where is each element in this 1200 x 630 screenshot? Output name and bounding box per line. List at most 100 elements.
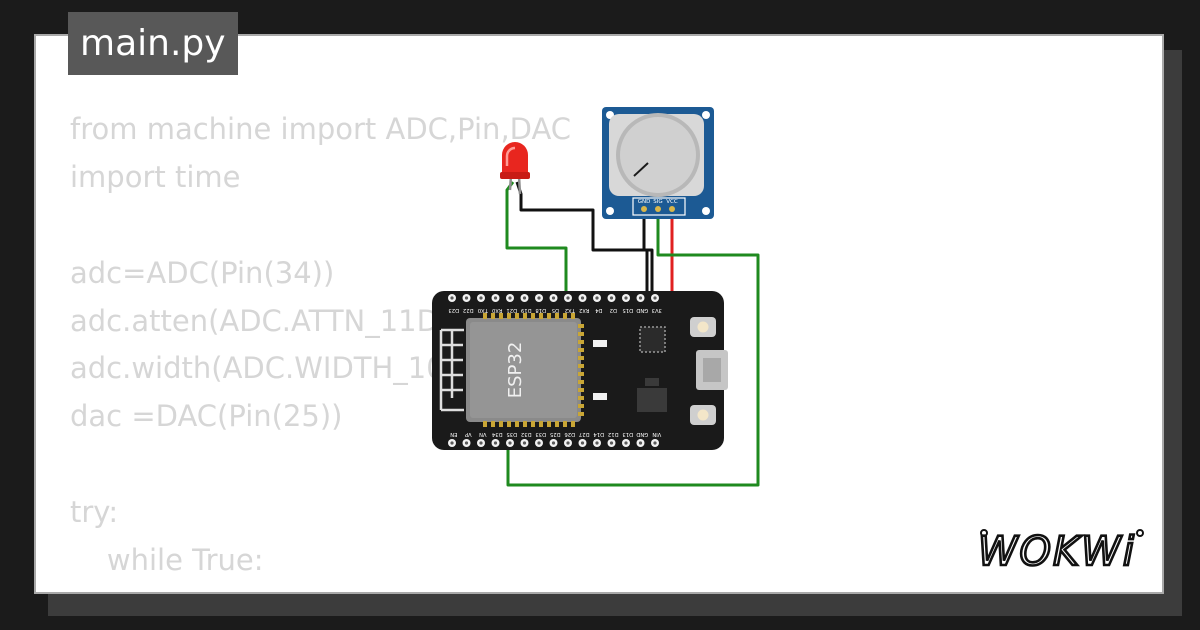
pin-label: D32 <box>521 431 532 437</box>
pin-label: D35 <box>506 431 517 437</box>
usb-uart-chip <box>639 326 666 353</box>
smd-resistor-2 <box>593 393 607 400</box>
esp32-module-label: ESP32 <box>505 342 526 399</box>
header-pin-hole <box>566 296 570 300</box>
module-pad <box>578 348 584 352</box>
file-tab[interactable]: main.py <box>68 12 238 75</box>
pin-label: RX0 <box>492 307 502 313</box>
code-line: import time <box>70 159 241 194</box>
header-pin-hole <box>479 441 483 445</box>
module-pad <box>555 313 559 319</box>
pin-label: 3V3 <box>652 307 662 313</box>
header-pin-hole <box>450 441 454 445</box>
pot-pin-label: VCC <box>666 199 678 205</box>
header-pin-hole <box>580 441 585 445</box>
module-pads <box>483 313 584 427</box>
pin-label: D5 <box>552 307 559 313</box>
pin-label: D23 <box>448 307 459 313</box>
code-preview: from machine import ADC,Pin,DAC import ti… <box>70 106 572 592</box>
module-pad <box>491 313 495 319</box>
header-pin-hole <box>508 441 512 445</box>
wokwi-logo: WOKWi <box>977 528 1144 575</box>
code-line: pot_Value=adc.read() <box>70 585 571 592</box>
en-button[interactable] <box>690 405 716 425</box>
header-pin-hole <box>508 296 512 300</box>
header-pin-hole <box>653 296 657 300</box>
header-pin-hole <box>595 296 599 300</box>
header-pin-hole <box>450 296 454 300</box>
module-pad <box>578 412 584 416</box>
module-pad <box>578 380 584 384</box>
module-pad <box>555 421 559 427</box>
module-pad <box>547 421 551 427</box>
module-pad <box>578 332 584 336</box>
module-pad <box>483 313 487 319</box>
pin-label: GND <box>636 307 648 313</box>
pin-label: VP <box>465 431 472 437</box>
code-line: dac =DAC(Pin(25)) <box>70 399 343 434</box>
pin-label: TX2 <box>565 307 576 313</box>
header-pin-hole <box>566 441 570 445</box>
led-highlight <box>505 146 516 166</box>
pin-label: D14 <box>593 431 604 437</box>
pin-label: D25 <box>550 431 561 437</box>
module-pad <box>578 340 584 344</box>
code-line: from machine import ADC,Pin,DAC <box>70 112 572 146</box>
pot-knob[interactable] <box>620 117 696 193</box>
module-pad <box>571 313 575 319</box>
header-pin-hole <box>493 441 498 445</box>
smd-resistor-1 <box>593 340 607 347</box>
pin-label: VIN <box>652 431 661 437</box>
pin-label: D4 <box>594 307 602 313</box>
wokwi-logo-text: WOKWi <box>978 529 1136 575</box>
module-pad <box>523 313 527 319</box>
module-pad <box>563 421 567 427</box>
module-pad <box>547 313 551 319</box>
module-pad <box>578 364 584 368</box>
module-pad <box>578 372 584 376</box>
micro-usb-inner <box>703 358 721 382</box>
code-line: while True: <box>70 543 264 578</box>
header-pin-hole <box>493 296 498 300</box>
header-pin-hole <box>551 296 556 300</box>
pot-pin-vcc <box>669 206 675 212</box>
module-pad <box>578 324 584 328</box>
module-pad <box>578 404 584 408</box>
voltage-regulator <box>637 388 667 412</box>
red-led[interactable] <box>500 142 530 195</box>
code-line: adc.width(ADC.WIDTH_10BIT) <box>70 351 503 386</box>
pin-label: D13 <box>622 431 633 437</box>
pin-label: D12 <box>608 431 619 437</box>
pin-label: D15 <box>622 307 633 313</box>
header-pin-hole <box>653 441 657 445</box>
pin-label: D34 <box>491 431 502 437</box>
pot-mount-hole-br <box>702 207 710 215</box>
logo-node-1 <box>980 529 988 537</box>
module-pad <box>539 421 543 427</box>
pot-knob-indicator <box>633 162 649 177</box>
boot-button[interactable] <box>690 317 716 337</box>
pin-label: RX2 <box>579 307 589 313</box>
pin-label: D19 <box>521 307 532 313</box>
header-pin-hole <box>580 296 585 300</box>
module-pad <box>578 396 584 400</box>
code-line: try: <box>70 495 119 530</box>
en-button-cap <box>697 409 709 421</box>
pot-pin-gnd <box>641 206 647 212</box>
header-pin-hole <box>609 441 614 445</box>
pin-label: D18 <box>535 307 546 313</box>
header-pin-hole <box>638 441 643 445</box>
module-pad <box>515 421 519 427</box>
module-pad <box>499 313 503 319</box>
pin-label: D33 <box>535 431 546 437</box>
pot-pin-label: SIG <box>653 199 662 205</box>
header-pin-hole <box>479 296 483 300</box>
header-pin-hole <box>624 441 628 445</box>
pin-label: GND <box>636 431 648 437</box>
module-pad <box>578 356 584 360</box>
pin-label: D22 <box>463 307 474 313</box>
